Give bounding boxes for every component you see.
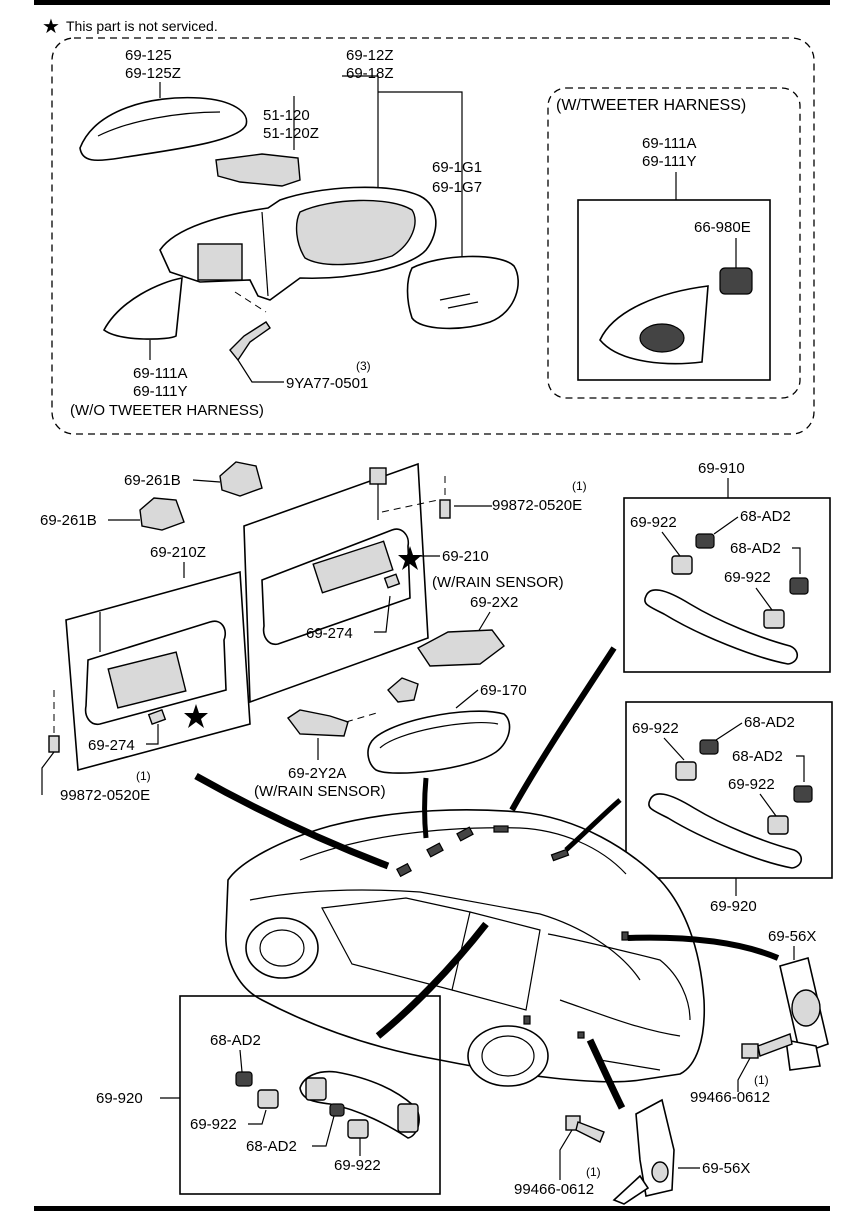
label-g1-68-ad2-b: 68-AD2 bbox=[730, 540, 781, 557]
tweeter-speaker bbox=[639, 323, 685, 353]
tweeter-detail-box bbox=[577, 199, 771, 381]
star-icon: ★ bbox=[42, 14, 60, 38]
label-69-170: 69-170 bbox=[480, 682, 527, 699]
visor-clip-upper bbox=[219, 461, 263, 497]
bolt-99466-upper-icon bbox=[741, 1043, 759, 1059]
assist-grip-910 bbox=[644, 589, 799, 665]
label-g2-69-922-a: 69-922 bbox=[632, 720, 679, 737]
label-69-2y2a: 69-2Y2A bbox=[288, 765, 346, 782]
label-rain-sensor-a: (W/RAIN SENSOR) bbox=[432, 574, 564, 591]
label-69-125: 69-125 bbox=[125, 47, 172, 64]
label-9ya77-qty: (3) bbox=[356, 359, 371, 373]
label-99466-b-qty: (1) bbox=[586, 1165, 601, 1179]
mirror-cover-2y2a bbox=[286, 709, 349, 737]
star-left-visor bbox=[184, 704, 208, 728]
pointer-rain-sensor bbox=[422, 777, 429, 839]
label-69-111a: 69-111A bbox=[133, 365, 188, 382]
label-69-111y: 69-111Y bbox=[133, 383, 188, 400]
visor-box-left bbox=[65, 570, 251, 772]
label-g1-69-922-a: 69-922 bbox=[630, 514, 677, 531]
label-tw-69-111y: 69-111Y bbox=[642, 153, 697, 170]
pointer-visor-left bbox=[194, 772, 390, 870]
visor-box-right bbox=[243, 462, 429, 704]
label-screw-r-qty: (1) bbox=[572, 479, 587, 493]
top-border bbox=[34, 0, 830, 5]
star-right-visor bbox=[398, 546, 422, 570]
assist-grip-920-right bbox=[648, 793, 803, 869]
mirror-cap bbox=[79, 96, 248, 162]
rain-sensor-cover bbox=[416, 629, 505, 667]
label-g3-69-922-a: 69-922 bbox=[190, 1116, 237, 1133]
label-rain-sensor-b: (W/RAIN SENSOR) bbox=[254, 783, 386, 800]
label-69-920-right: 69-920 bbox=[710, 898, 757, 915]
pointer-tailgate bbox=[627, 934, 780, 961]
label-g2-68-ad2-a: 68-AD2 bbox=[744, 714, 795, 731]
not-serviced-note: This part is not serviced. bbox=[66, 18, 218, 34]
label-69-920-left: 69-920 bbox=[96, 1090, 143, 1107]
label-69-56x-b: 69-56X bbox=[702, 1160, 750, 1177]
label-screw-l: 99872-0520E bbox=[60, 787, 150, 804]
pointer-hook-lower bbox=[586, 1038, 626, 1110]
bolt-icon bbox=[229, 321, 271, 362]
pointer-grip-920-left bbox=[375, 921, 489, 1039]
rearview-mirror bbox=[367, 710, 511, 774]
label-69-56x-a: 69-56X bbox=[768, 928, 816, 945]
label-69-261b-a: 69-261B bbox=[124, 472, 181, 489]
label-66-980e: 66-980E bbox=[694, 219, 751, 236]
label-69-261b-b: 69-261B bbox=[40, 512, 97, 529]
label-tw-69-111a: 69-111A bbox=[642, 135, 697, 152]
label-g3-68-ad2-a: 68-AD2 bbox=[210, 1032, 261, 1049]
mirror-group-box bbox=[51, 37, 815, 435]
grip-box-910 bbox=[623, 497, 831, 673]
label-g3-68-ad2-b: 68-AD2 bbox=[246, 1138, 297, 1155]
label-g3-69-922-b: 69-922 bbox=[334, 1157, 381, 1174]
tweeter-connector bbox=[719, 267, 753, 295]
label-screw-l-qty: (1) bbox=[136, 769, 151, 783]
label-g2-69-922-b: 69-922 bbox=[728, 776, 775, 793]
label-69-210: 69-210 bbox=[442, 548, 489, 565]
mirror-inner-cover bbox=[102, 277, 183, 340]
label-99466-b: 99466-0612 bbox=[514, 1181, 594, 1198]
label-g1-68-ad2-a: 68-AD2 bbox=[740, 508, 791, 525]
label-9ya77-0501: 9YA77-0501 bbox=[286, 375, 368, 392]
turn-signal-lamp bbox=[215, 153, 301, 187]
screw-right-icon bbox=[439, 499, 451, 519]
visor-light-left bbox=[147, 709, 167, 725]
label-69-910: 69-910 bbox=[698, 460, 745, 477]
bottom-border bbox=[34, 1206, 830, 1211]
mirror-glass bbox=[406, 255, 519, 330]
label-g2-68-ad2-b: 68-AD2 bbox=[732, 748, 783, 765]
label-69-2x2: 69-2X2 bbox=[470, 594, 518, 611]
label-69-210z: 69-210Z bbox=[150, 544, 206, 561]
label-69-125z: 69-125Z bbox=[125, 65, 181, 82]
pointer-grip-910 bbox=[564, 798, 622, 852]
label-51-120: 51-120 bbox=[263, 107, 310, 124]
label-69-18z: 69-18Z bbox=[346, 65, 394, 82]
label-69-12z: 69-12Z bbox=[346, 47, 394, 64]
visor-clip-lower bbox=[139, 497, 185, 531]
label-69-274-a: 69-274 bbox=[306, 625, 353, 642]
label-69-1g1: 69-1G1 bbox=[432, 159, 482, 176]
label-99466-a: 99466-0612 bbox=[690, 1089, 770, 1106]
label-g1-69-922-b: 69-922 bbox=[724, 569, 771, 586]
label-69-1g7: 69-1G7 bbox=[432, 179, 482, 196]
label-51-120z: 51-120Z bbox=[263, 125, 319, 142]
label-69-274-b: 69-274 bbox=[88, 737, 135, 754]
tweeter-group-box bbox=[547, 87, 801, 399]
label-screw-r: 99872-0520E bbox=[492, 497, 582, 514]
grip-box-920-left bbox=[179, 995, 441, 1195]
pointer-mirror bbox=[509, 646, 617, 812]
label-tweeter-title: (W/TWEETER HARNESS) bbox=[556, 97, 746, 114]
screw-left-icon bbox=[48, 735, 60, 753]
visor-light-right bbox=[383, 573, 401, 589]
label-wo-tweeter: (W/O TWEETER HARNESS) bbox=[70, 402, 264, 419]
label-99466-a-qty: (1) bbox=[754, 1073, 769, 1087]
grip-box-920-right bbox=[625, 701, 833, 879]
